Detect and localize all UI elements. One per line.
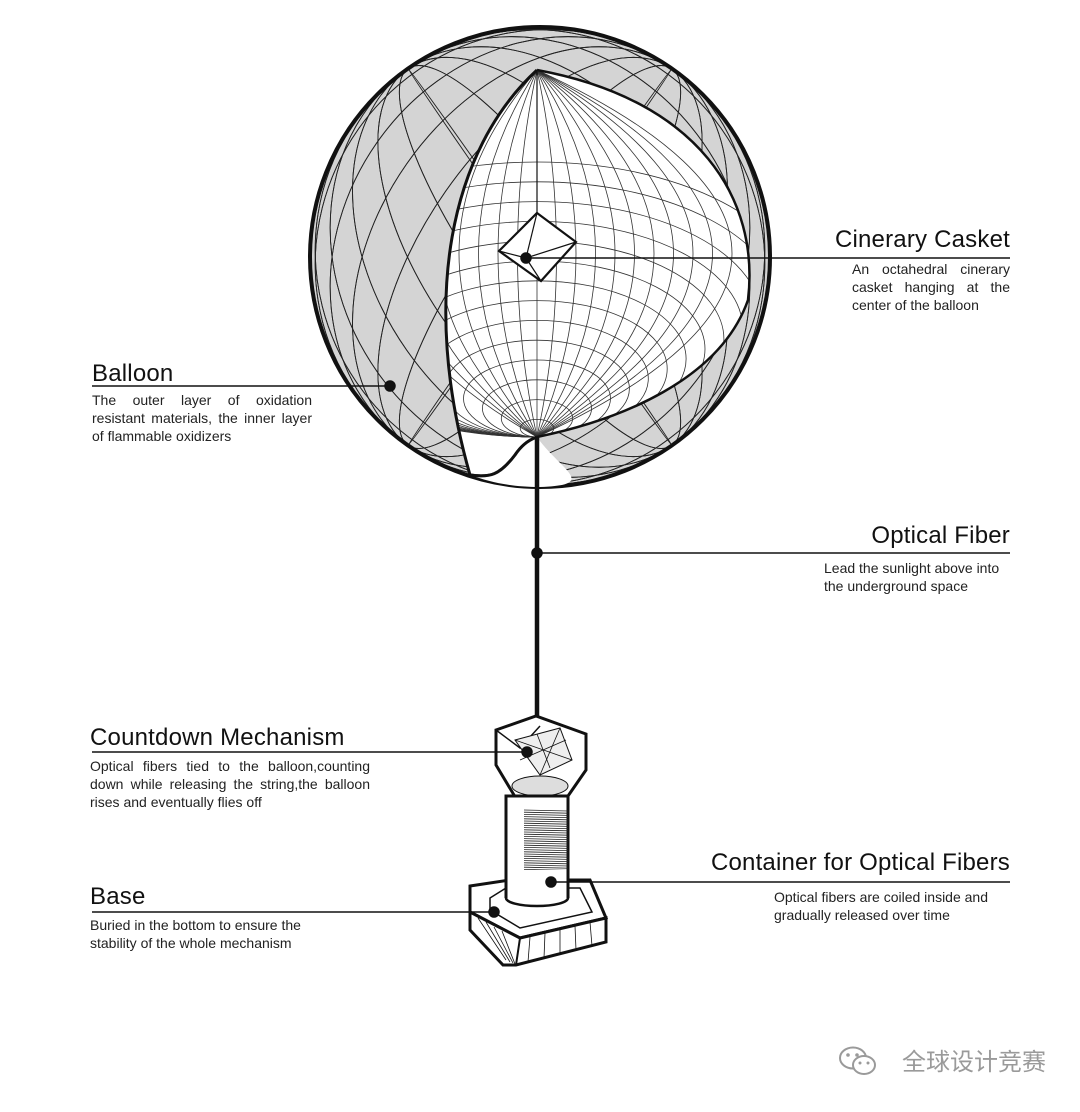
cinerary-casket-desc: An octahedral cinerary casket hanging at… bbox=[852, 261, 1010, 313]
balloon bbox=[308, 25, 772, 489]
cinerary-casket-label: Cinerary Casket bbox=[826, 226, 1010, 254]
leader-lines bbox=[92, 252, 1010, 918]
balloon-label: Balloon bbox=[92, 360, 173, 388]
base-label: Base bbox=[90, 883, 146, 911]
countdown-mechanism bbox=[494, 714, 588, 807]
optical-fiber-label: Optical Fiber bbox=[826, 522, 1010, 550]
base-desc: Buried in the bottom to ensure the stabi… bbox=[90, 917, 301, 951]
container-desc: Optical fibers are coiled inside and gra… bbox=[774, 889, 989, 923]
balloon-desc: The outer layer of oxidation resistant m… bbox=[92, 392, 312, 444]
wechat-icon bbox=[839, 1046, 876, 1075]
cinerary-casket-title: Cinerary Casket bbox=[834, 226, 1010, 253]
balloon-title: Balloon bbox=[92, 360, 174, 387]
container-title: Container for Optical Fibers bbox=[710, 849, 1010, 876]
countdown-mechanism-label: Countdown Mechanism bbox=[90, 724, 345, 752]
base-title: Base bbox=[90, 883, 146, 910]
countdown-mechanism-title: Countdown Mechanism bbox=[90, 724, 345, 751]
optical-fiber-desc: Lead the sunlight above into the undergr… bbox=[824, 560, 1000, 594]
countdown-mechanism-desc: Optical fibers tied to the balloon,count… bbox=[90, 758, 370, 810]
balloon-inner-cutaway bbox=[445, 70, 750, 476]
optical-fiber-title: Optical Fiber bbox=[871, 522, 1010, 549]
balloon-cut-edge-right bbox=[536, 68, 751, 439]
container-label: Container for Optical Fibers bbox=[694, 849, 1010, 877]
watermark-text: 全球设计竞赛 bbox=[902, 1048, 1046, 1076]
base bbox=[468, 870, 609, 967]
